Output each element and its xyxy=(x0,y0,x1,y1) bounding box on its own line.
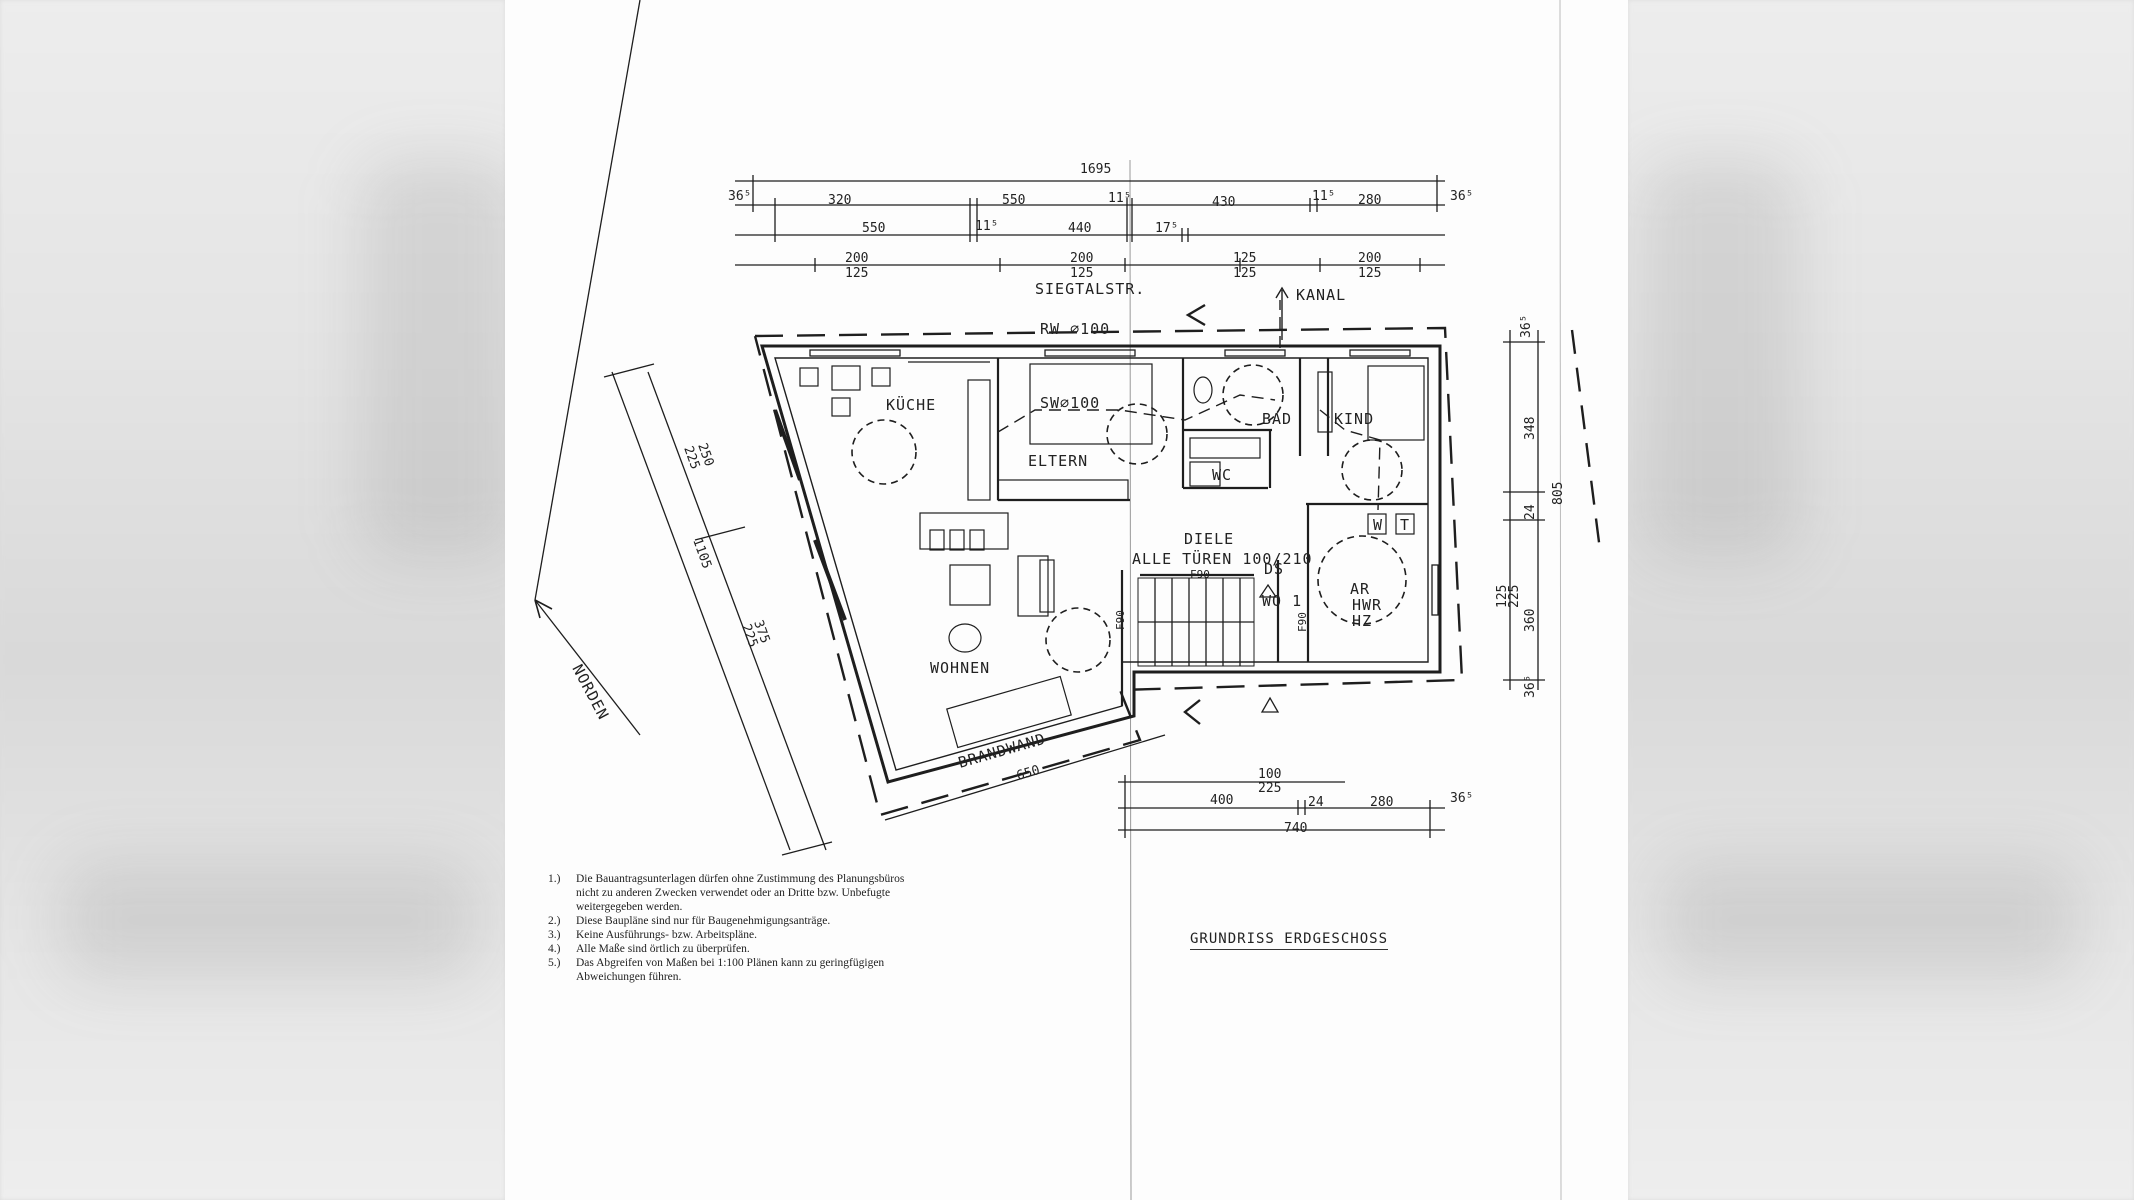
exterior-wall-inner xyxy=(774,357,1429,771)
paper-fold-line xyxy=(1559,0,1562,1200)
dim-top-r1: 430 xyxy=(1212,195,1235,210)
dim-right: 225 xyxy=(1507,585,1522,608)
dim-top-r1: 11⁵ xyxy=(1108,191,1131,206)
dim-top-r1: 36⁵ xyxy=(728,189,751,204)
dim-top-r1: 550 xyxy=(1002,193,1025,208)
background-smudge xyxy=(1640,160,1800,560)
dim-top-r1: 11⁵ xyxy=(1312,189,1335,204)
dim-right: 24 xyxy=(1523,504,1538,520)
dim-bottom: 36⁵ xyxy=(1450,791,1473,806)
note-item: 2.) Diese Baupläne sind nur für Baugeneh… xyxy=(548,915,831,927)
dim-top-r2: 440 xyxy=(1068,221,1091,236)
kanal-label: KANAL xyxy=(1296,286,1346,304)
plan-title: GRUNDRISS ERDGESCHOSS xyxy=(1190,931,1389,950)
dryer-label: T xyxy=(1400,516,1410,534)
dim-top-r3: 125 xyxy=(845,266,868,281)
dim-bottom: 100 xyxy=(1258,767,1281,782)
room-label-bad: BAD xyxy=(1262,410,1292,428)
kanal-arrow-head xyxy=(1275,286,1289,299)
washer-label: W xyxy=(1373,516,1383,534)
room-label-hwr: HWR xyxy=(1352,596,1382,614)
street-label: SIEGTALSTR. xyxy=(1035,280,1145,298)
dim-top-r2: 17⁵ xyxy=(1155,221,1178,236)
room-label-kind: KIND xyxy=(1334,410,1374,428)
fire-door-label: F90 xyxy=(1296,612,1309,632)
blurred-background-right xyxy=(1628,0,2134,1200)
dim-top-r1: 320 xyxy=(828,193,851,208)
room-label-eltern: ELTERN xyxy=(1028,452,1088,470)
dim-right: 348 xyxy=(1523,417,1538,440)
smoke-detector-marker xyxy=(1258,583,1278,598)
room-label-sw: SW⌀100 xyxy=(1040,394,1100,412)
room-label-diele: DIELE xyxy=(1184,530,1234,548)
entrance-marker xyxy=(1260,696,1280,713)
dim-bottom-total: 740 xyxy=(1284,821,1307,836)
doors-note: ALLE TÜREN 100/210 xyxy=(1132,549,1313,568)
interior-walls xyxy=(996,358,1428,706)
rainwater-pipe-label: RW ⌀100 xyxy=(1040,320,1110,338)
room-label-wo1: WO 1 xyxy=(1262,592,1302,610)
note-item: 4.) Alle Maße sind örtlich zu überprüfen… xyxy=(548,943,750,955)
dim-bottom: 24 xyxy=(1308,795,1324,810)
dim-bottom: 225 xyxy=(1258,781,1281,796)
north-arrow-head xyxy=(534,599,553,619)
room-label-ds: DS xyxy=(1264,560,1284,578)
staircase xyxy=(1137,577,1255,667)
room-label-wc: WC xyxy=(1212,466,1232,484)
north-arrow xyxy=(534,0,641,601)
property-boundary xyxy=(753,326,1464,817)
blurred-background-left xyxy=(0,0,505,1200)
bottom-dimension-chain xyxy=(1118,775,1445,838)
dim-top-r3: 200 xyxy=(1070,251,1093,266)
left-dimension-chain xyxy=(603,363,833,856)
fire-door-label: F90 xyxy=(1114,610,1127,630)
background-smudge xyxy=(60,860,480,980)
dim-brandwand: 650 xyxy=(1015,763,1042,784)
note-item: 3.) Keine Ausführungs- bzw. Arbeitspläne… xyxy=(548,929,757,941)
room-label-hz: HZ xyxy=(1352,612,1372,630)
dim-bottom: 400 xyxy=(1210,793,1233,808)
fire-door-label: F90 xyxy=(1190,568,1210,581)
exterior-wall xyxy=(760,344,1442,784)
right-dimension-chain xyxy=(1503,329,1602,690)
windows xyxy=(773,349,1439,621)
brandwand-dimension-line xyxy=(884,734,1166,821)
note-item: 1.) Die Bauantragsunterlagen dürfen ohne… xyxy=(548,873,905,913)
room-label-kueche: KÜCHE xyxy=(886,395,936,414)
dim-total-top: 1695 xyxy=(1080,162,1111,177)
dim-right: 125 xyxy=(1495,585,1510,608)
dim-top-r1: 36⁵ xyxy=(1450,189,1473,204)
background-smudge xyxy=(1660,860,2080,980)
background-smudge xyxy=(360,160,520,560)
dim-right: 36⁵ xyxy=(1523,675,1538,698)
room-label-ar: AR xyxy=(1350,580,1370,598)
downpipe-arrow xyxy=(1183,699,1201,725)
north-arrow-shaft xyxy=(534,599,641,736)
dim-top-r3: 125 xyxy=(1233,266,1256,281)
top-dimension-chain xyxy=(735,175,1445,272)
paper-fold-line xyxy=(1129,159,1132,1200)
dim-left: 1105 xyxy=(689,536,714,571)
dim-top-r2: 11⁵ xyxy=(975,219,998,234)
dim-top-r3: 200 xyxy=(845,251,868,266)
dim-top-r3: 125 xyxy=(1233,251,1256,266)
dim-top-r1: 280 xyxy=(1358,193,1381,208)
turning-circles xyxy=(851,364,1407,673)
dim-bottom: 280 xyxy=(1370,795,1393,810)
dim-top-r2: 550 xyxy=(862,221,885,236)
dim-right: 36⁵ xyxy=(1519,315,1534,338)
dim-top-r3: 200 xyxy=(1358,251,1381,266)
room-label-wohnen: WOHNEN xyxy=(930,659,990,677)
plan-notes: 1.) Die Bauantragsunterlagen dürfen ohne… xyxy=(548,872,908,984)
dim-right: 360 xyxy=(1523,609,1538,632)
note-item: 5.) Das Abgreifen von Maßen bei 1:100 Pl… xyxy=(548,957,885,983)
dim-top-r3: 125 xyxy=(1358,266,1381,281)
dim-top-r3: 125 xyxy=(1070,266,1093,281)
furniture xyxy=(799,361,1425,749)
downpipe-arrow xyxy=(1185,303,1206,327)
dim-right: 805 xyxy=(1551,482,1566,505)
sewer-line xyxy=(997,300,1381,511)
